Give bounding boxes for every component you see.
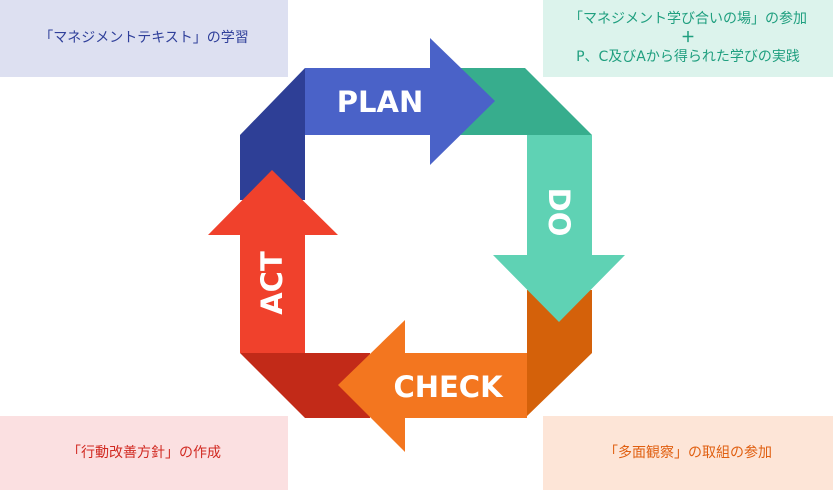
check-description-box: 「多面観察」の取組の参加 (543, 416, 833, 490)
check-arrow (338, 320, 527, 452)
plan-arrow (305, 38, 495, 165)
check-description-text: 「多面観察」の取組の参加 (604, 444, 772, 461)
act-arrow (208, 170, 338, 353)
plan-label: PLAN (337, 85, 423, 119)
act-description-text: 「行動改善方針」の作成 (67, 444, 221, 461)
do-label: DO (542, 188, 576, 237)
do-description-line-1: 「マネジメント学び合いの場」の参加 (569, 11, 807, 27)
plan-description-box: 「マネジメントテキスト」の学習 (0, 0, 288, 77)
do-description-line-2: P、C及びAから得られた学びの実践 (576, 49, 800, 65)
do-description-box: 「マネジメント学び合いの場」の参加 ＋ P、C及びAから得られた学びの実践 (543, 0, 833, 77)
plan-description-text: 「マネジメントテキスト」の学習 (39, 30, 249, 46)
act-label: ACT (255, 251, 289, 315)
act-description-box: 「行動改善方針」の作成 (0, 416, 288, 490)
do-description-plus: ＋ (681, 30, 695, 46)
plan-corner-shade (240, 68, 305, 200)
do-arrow (493, 135, 625, 322)
check-label: CHECK (393, 370, 504, 404)
